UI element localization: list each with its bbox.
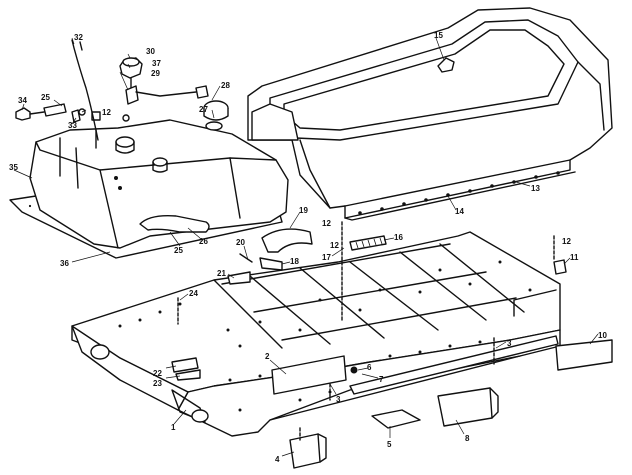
part-4-bracket <box>289 433 321 469</box>
part-10-plate <box>555 339 613 371</box>
part-2-pad <box>271 355 347 395</box>
callout-2: 2 <box>265 352 270 361</box>
chassis-rivets <box>118 260 532 412</box>
callout-3: 3 <box>336 395 341 404</box>
callout-16: 16 <box>394 233 403 242</box>
callout-12: 12 <box>562 237 571 246</box>
callout-26: 26 <box>199 237 208 246</box>
callout-7: 7 <box>379 375 384 384</box>
part-8-bracket <box>437 387 493 427</box>
callout-1: 1 <box>171 423 176 432</box>
callout-15: 15 <box>434 31 443 40</box>
callout-21: 21 <box>217 269 226 278</box>
callout-12: 12 <box>322 219 331 228</box>
fuel-gauge-assembly <box>119 57 209 122</box>
callout-12: 12 <box>330 241 339 250</box>
part-19-strap <box>261 228 313 253</box>
part-16-spring <box>349 235 387 251</box>
callout-20: 20 <box>236 238 245 247</box>
callout-11: 11 <box>570 253 579 262</box>
callout-24: 24 <box>189 289 198 298</box>
part-5-pad <box>371 409 421 429</box>
part-6-nut <box>350 366 358 374</box>
seat-rivets <box>358 171 560 215</box>
callout-19: 19 <box>299 206 308 215</box>
callout-32: 32 <box>74 33 83 42</box>
callout-33: 33 <box>68 121 77 130</box>
part-21-plate <box>227 271 251 285</box>
callout-29: 29 <box>151 69 160 78</box>
fuel-line <box>71 39 99 141</box>
fuel-cap <box>203 100 229 131</box>
emblem-decal <box>437 57 455 73</box>
fuel-fittings <box>15 103 86 123</box>
leader-lines <box>13 37 599 457</box>
part-23-screw <box>175 369 201 381</box>
callout-30: 30 <box>146 47 155 56</box>
callout-23: 23 <box>153 379 162 388</box>
part-11-clip <box>553 259 567 275</box>
callout-32b: 12 <box>102 108 111 117</box>
callout-37: 37 <box>152 59 161 68</box>
callout-8: 8 <box>465 434 470 443</box>
callout-3: 3 <box>507 339 512 348</box>
seat-assembly <box>247 7 613 221</box>
part-18-clip <box>259 257 283 271</box>
callout-25: 25 <box>41 93 50 102</box>
callout-5: 5 <box>387 440 392 449</box>
callout-labels: 1 2 3 3 4 5 6 7 8 10 11 12 12 12 13 14 1… <box>9 31 607 464</box>
callout-27: 27 <box>199 105 208 114</box>
callout-36: 36 <box>60 259 69 268</box>
fuel-tank <box>9 111 289 259</box>
callout-35: 35 <box>9 163 18 172</box>
fasteners <box>177 221 555 441</box>
callout-34: 34 <box>18 96 27 105</box>
callout-22: 22 <box>153 369 162 378</box>
chassis-body <box>71 231 561 437</box>
callout-25: 25 <box>174 246 183 255</box>
callout-17: 17 <box>322 253 331 262</box>
callout-13: 13 <box>531 184 540 193</box>
callout-6: 6 <box>367 363 372 372</box>
callout-10: 10 <box>598 331 607 340</box>
callout-4: 4 <box>275 455 280 464</box>
callout-28: 28 <box>221 81 230 90</box>
callout-18: 18 <box>290 257 299 266</box>
part-22-washer <box>171 357 199 373</box>
callout-14: 14 <box>455 207 464 216</box>
